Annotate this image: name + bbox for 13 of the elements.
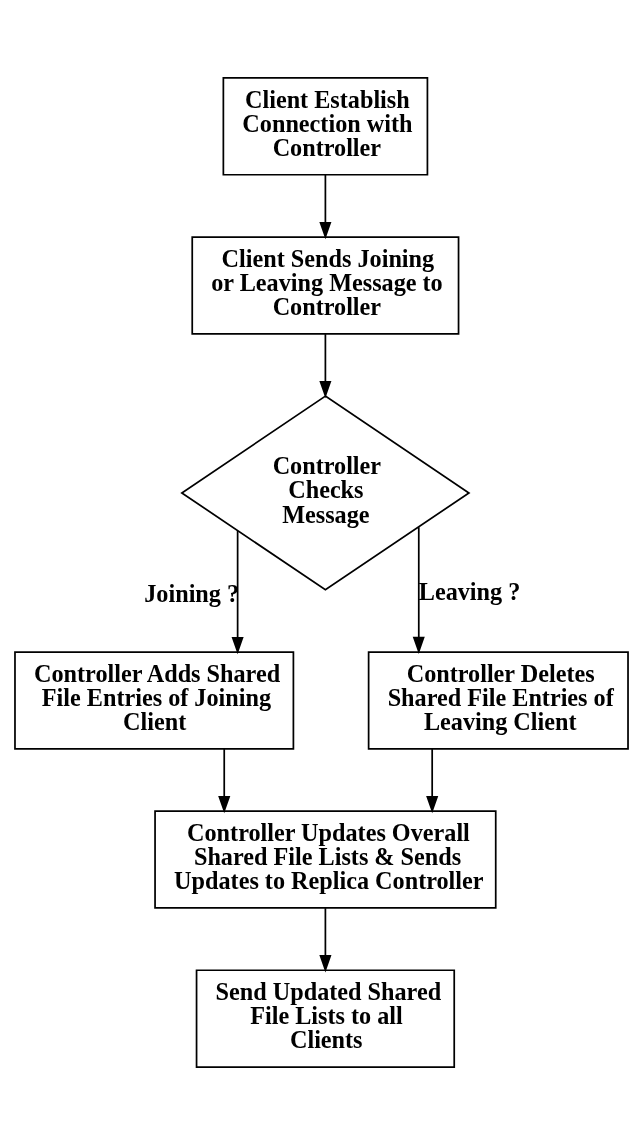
node-box: Controller Deletes Shared File Entries of Leaving Client <box>367 651 629 750</box>
node-box: Controller Adds Shared File Entries of Joining Client <box>14 651 295 750</box>
node-box: Controller Updates Overall Shared File Lists & Sends Updates to Replica Controller <box>154 810 497 909</box>
arrow <box>319 174 332 240</box>
arrow <box>412 526 425 654</box>
arrow <box>218 748 231 814</box>
arrow <box>319 333 332 399</box>
arrow <box>231 530 244 655</box>
node-box: Send Updated Shared File Lists to all Clients <box>195 969 456 1068</box>
node-box: Client Sends Joining or Leaving Message to Controller <box>191 236 460 335</box>
arrow <box>426 748 439 814</box>
node-box: Client Establish Connection with Controller <box>222 77 429 176</box>
arrow <box>319 907 332 973</box>
